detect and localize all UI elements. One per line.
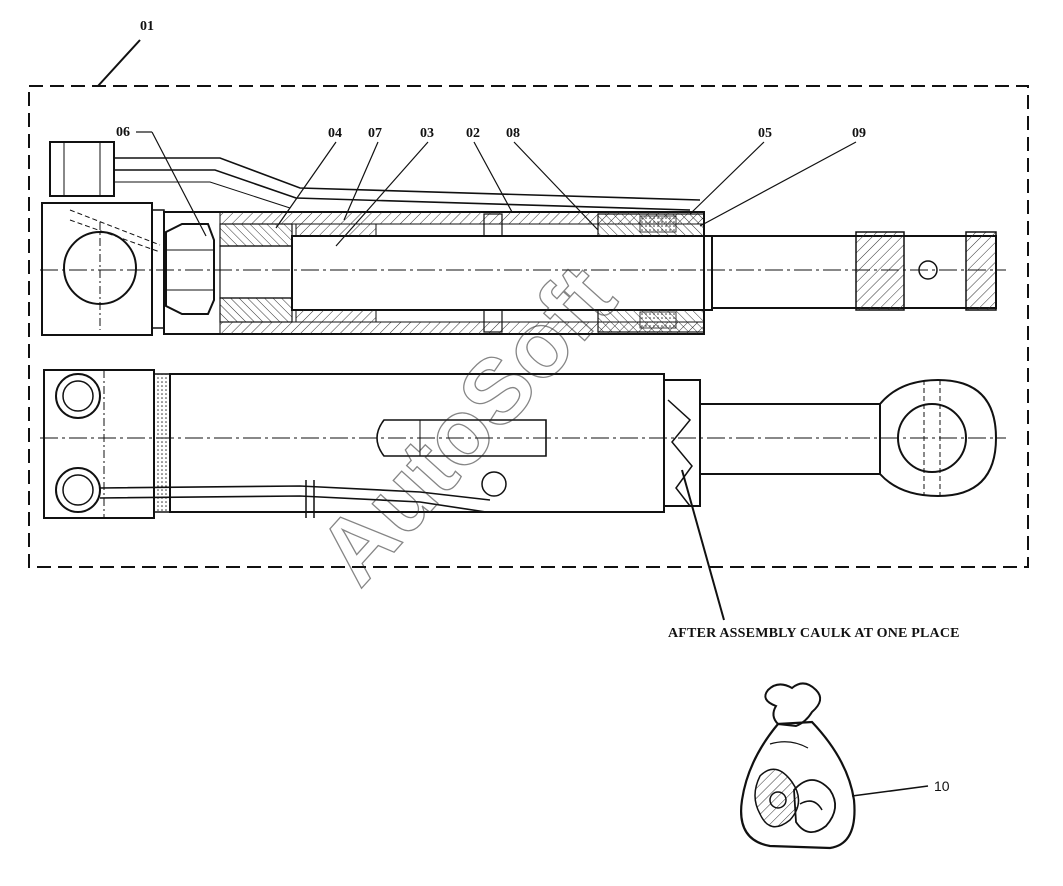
callout-02-label: 02 (466, 126, 480, 141)
caulk-note: AFTER ASSEMBLY CAULK AT ONE PLACE (668, 626, 960, 641)
callout-07-label: 07 (368, 126, 382, 141)
callout-10-label: 10 (934, 778, 950, 794)
callout-05-label: 05 (758, 126, 772, 141)
assembly-boundary (28, 85, 1029, 568)
callout-09-label: 09 (852, 126, 866, 141)
exterior-view (40, 369, 1006, 519)
callout-08-label: 08 (506, 126, 520, 141)
callout-01-leader (97, 39, 141, 87)
section-view (40, 141, 1006, 336)
callout-01-label: 01 (140, 19, 154, 34)
callout-03-label: 03 (420, 126, 434, 141)
callout-04-label: 04 (328, 126, 342, 141)
watermark-text: AutoSoft (299, 247, 635, 604)
callout-06-label: 06 (116, 125, 130, 140)
seal-kit-bag-illustration (740, 682, 929, 850)
caulk-leader (681, 469, 725, 621)
callouts-top: 06 04 07 03 02 08 05 09 (116, 125, 866, 247)
